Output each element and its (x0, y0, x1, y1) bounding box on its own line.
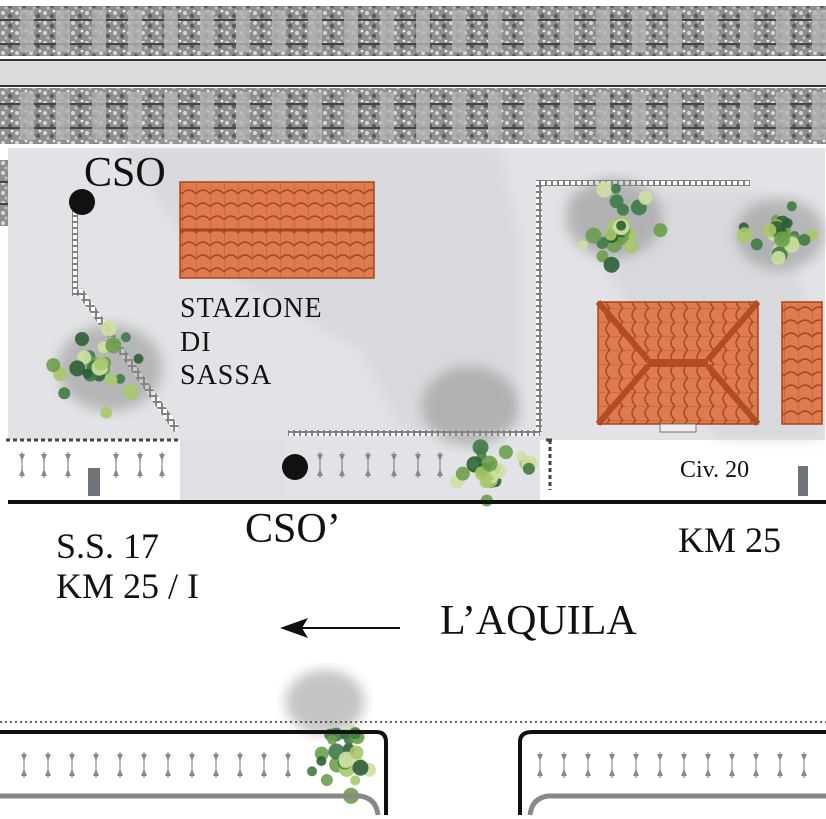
cso-marker (69, 189, 95, 215)
mailbox-west (88, 468, 100, 496)
trees (46, 178, 824, 804)
road-name-label: S.S. 17 (56, 526, 160, 566)
railway (0, 6, 826, 226)
buildings (179, 181, 823, 433)
direction-label: L’AQUILA (440, 598, 637, 644)
station-name-line: SASSA (180, 360, 273, 392)
house-roof (595, 300, 761, 433)
track-lower (0, 88, 826, 144)
sidewalk-bollards (19, 452, 443, 478)
side-roof (781, 301, 823, 425)
station-name-line: DI (180, 326, 212, 358)
civic-number-label: Civ. 20 (680, 457, 750, 483)
km-marker-label: KM 25 / I (56, 566, 199, 606)
station-name: STAZIONE DI SASSA (180, 292, 323, 393)
direction-arrow (280, 618, 400, 638)
south-sidewalk (0, 721, 826, 816)
station-name-line: STAZIONE (180, 293, 323, 324)
track-upper (0, 6, 826, 56)
mailbox-east (798, 466, 808, 496)
platform-strip (0, 60, 826, 86)
cso-prime-label: CSO’ (245, 506, 341, 552)
km25-label: KM 25 (678, 520, 782, 560)
cso-label: CSO (84, 150, 166, 196)
cso-prime-marker (282, 454, 308, 480)
